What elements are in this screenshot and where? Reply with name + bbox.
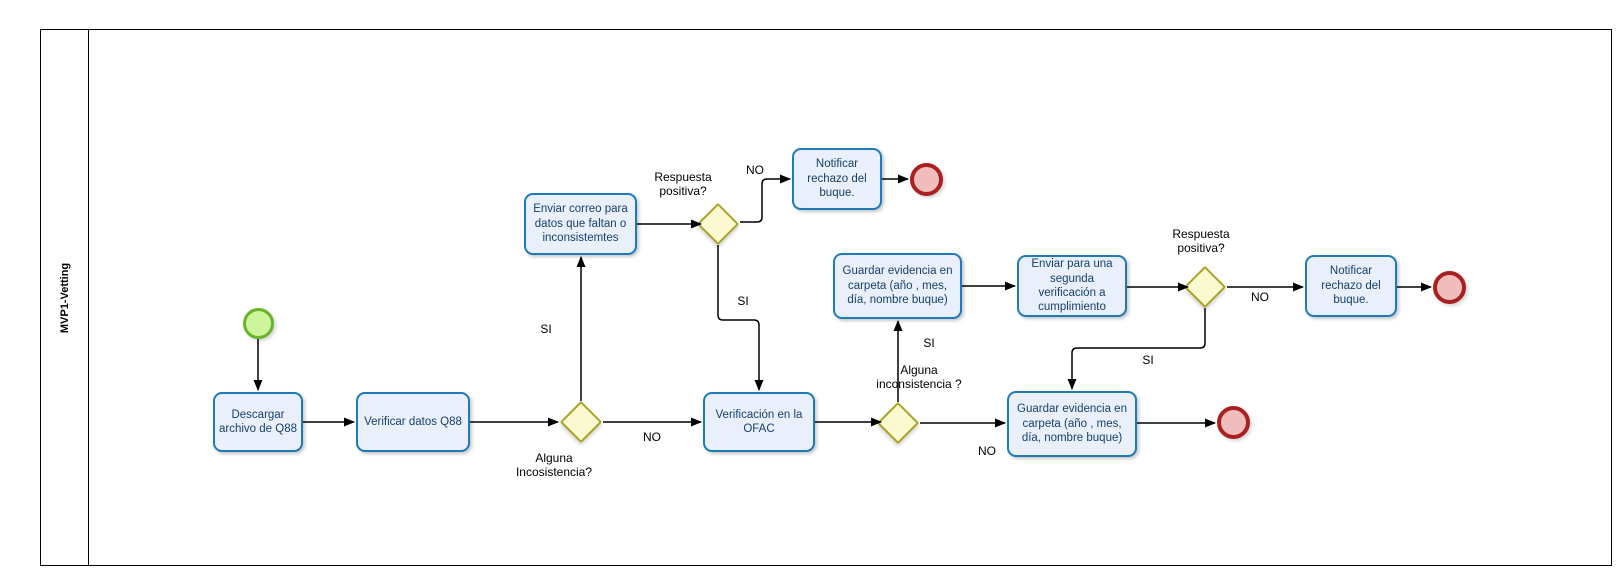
lane-header: MVP1-Vetting (41, 30, 89, 565)
task-label: Verificación en la OFAC (715, 408, 803, 435)
start-event[interactable] (243, 308, 274, 339)
task-label: Enviar para una segunda verificación a c… (1031, 258, 1113, 314)
branch-label-no-g4: NO (1251, 290, 1269, 304)
task-notificar-rechazo-buque-2[interactable]: Notificar rechazo del buque. (1305, 255, 1397, 317)
branch-label-si-g1: SI (540, 322, 552, 336)
branch-label-si-g4: SI (1142, 353, 1154, 367)
end-event-3[interactable] (1217, 406, 1250, 439)
task-label: Descargar archivo de Q88 (219, 408, 297, 435)
gateway-label-3: Alguna inconsistencia ? (876, 363, 962, 391)
branch-label-si-g3: SI (923, 336, 935, 350)
task-label: Enviar correo para datos que faltan o in… (533, 203, 628, 245)
task-label: Notificar rechazo del buque. (807, 158, 867, 200)
lane-title: MVP1-Vetting (58, 262, 71, 333)
task-guardar-evidencia-2[interactable]: Guardar evidencia en carpeta (año , mes,… (1007, 391, 1137, 457)
branch-label-no-g3: NO (978, 444, 996, 458)
end-event-2[interactable] (1433, 271, 1466, 304)
task-verificar-datos-q88[interactable]: Verificar datos Q88 (356, 392, 470, 452)
gateway-label-4: Respuesta positiva? (1172, 227, 1230, 255)
task-notificar-rechazo-buque-1[interactable]: Notificar rechazo del buque. (792, 148, 882, 210)
task-label: Guardar evidencia en carpeta (año , mes,… (1017, 403, 1127, 445)
task-guardar-evidencia-1[interactable]: Guardar evidencia en carpeta (año , mes,… (833, 253, 962, 319)
task-label: Verificar datos Q88 (364, 415, 462, 428)
task-enviar-segunda-verificacion[interactable]: Enviar para una segunda verificación a c… (1017, 255, 1127, 317)
branch-label-no-g1: NO (643, 430, 661, 444)
gateway-label-2: Respuesta positiva? (654, 170, 712, 198)
gateway-label-1: Alguna Incosistencia? (515, 451, 593, 479)
task-label: Guardar evidencia en carpeta (año , mes,… (842, 265, 953, 307)
end-event-1[interactable] (910, 163, 943, 196)
task-verificacion-ofac[interactable]: Verificación en la OFAC (703, 392, 815, 452)
task-enviar-correo-datos-faltantes[interactable]: Enviar correo para datos que faltan o in… (524, 193, 637, 255)
task-label: Notificar rechazo del buque. (1321, 265, 1381, 307)
task-descargar-archivo-q88[interactable]: Descargar archivo de Q88 (213, 392, 303, 452)
branch-label-si-g2: SI (737, 294, 749, 308)
branch-label-no-g2: NO (746, 163, 764, 177)
